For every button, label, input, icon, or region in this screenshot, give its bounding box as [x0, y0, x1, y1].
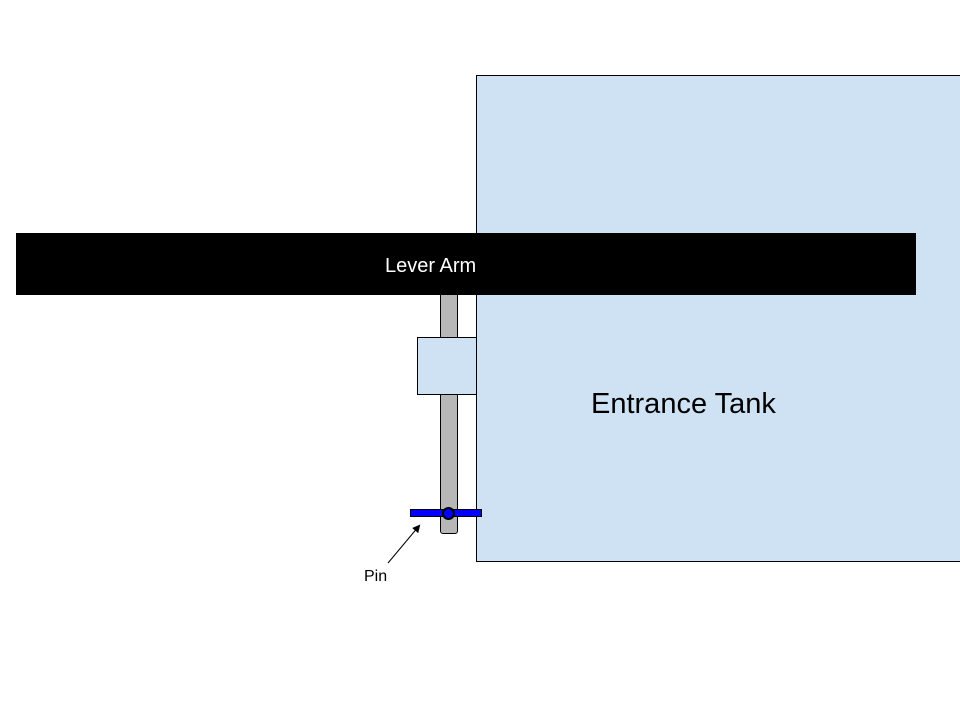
entrance-tank-label: Entrance Tank	[591, 388, 776, 420]
rod-collar	[417, 337, 477, 395]
lever-arm-label: Lever Arm	[385, 255, 477, 277]
entrance-tank	[476, 75, 960, 562]
lever-arm	[16, 233, 916, 295]
vertical-rod	[440, 290, 458, 534]
pin-head	[442, 507, 455, 520]
pin-label: Pin	[364, 568, 388, 585]
